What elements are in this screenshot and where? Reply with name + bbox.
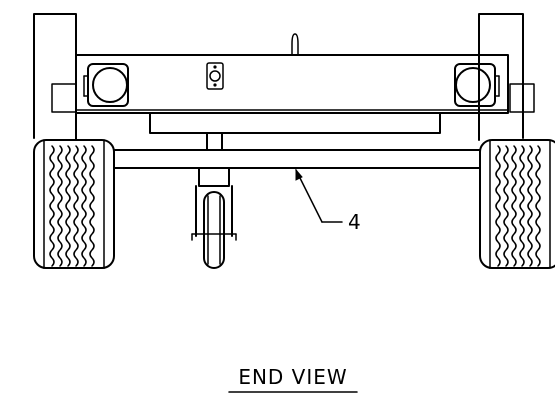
view-title: END VIEW	[238, 365, 347, 389]
rear-beam	[75, 54, 509, 114]
right-bracket-block	[509, 83, 535, 113]
left-fender	[33, 13, 77, 141]
axle-tube	[113, 149, 481, 169]
callout-label: 4	[348, 210, 361, 234]
right-fender	[478, 13, 524, 141]
callout-leader	[295, 168, 343, 223]
under-cross-member	[149, 112, 441, 134]
jack-post	[206, 132, 223, 151]
right-tail-light	[454, 63, 500, 107]
left-bracket-block	[51, 83, 77, 113]
license-plate-light	[206, 62, 224, 90]
safety-chain-hook	[291, 33, 299, 56]
left-tail-light	[83, 63, 129, 107]
jack-caster-wheel	[191, 167, 237, 269]
right-tire	[479, 139, 555, 269]
left-tire	[33, 139, 115, 269]
